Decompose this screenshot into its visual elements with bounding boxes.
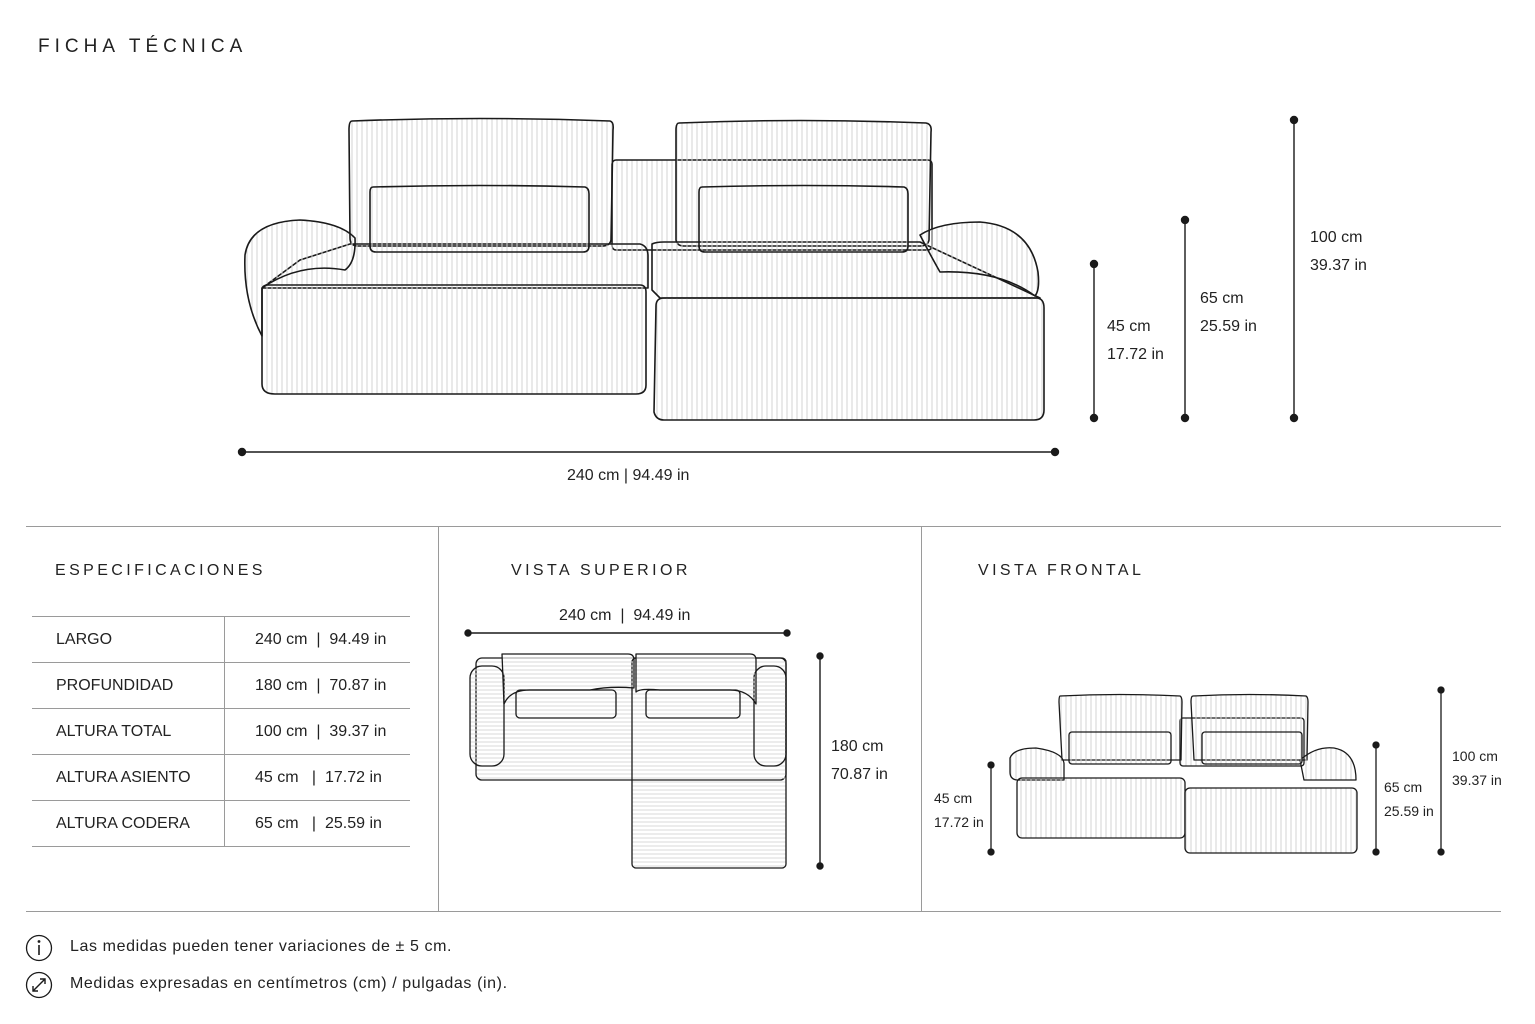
front-view-left-seat bbox=[1016, 777, 1186, 839]
front-view-chaise bbox=[1184, 787, 1358, 854]
info-icon bbox=[25, 934, 53, 962]
specs-table: LARGO 240 cm | 94.49 in PROFUNDIDAD 180 … bbox=[32, 616, 410, 847]
table-row: ALTURA ASIENTO 45 cm | 17.72 in bbox=[32, 754, 410, 801]
note-units: Medidas expresadas en centímetros (cm) /… bbox=[70, 975, 508, 992]
front-view-right-arm bbox=[1299, 747, 1357, 781]
column-divider-1 bbox=[438, 526, 439, 911]
front-view-left-arm bbox=[1009, 747, 1065, 781]
front-view-arm-height: 65 cm 25.59 in bbox=[1384, 775, 1434, 823]
front-view-drawing bbox=[987, 686, 1445, 856]
main-width-label: 240 cm | 94.49 in bbox=[567, 467, 690, 484]
front-view-left-pillow bbox=[1068, 731, 1172, 765]
spec-value: 240 cm | 94.49 in bbox=[224, 616, 410, 663]
note-tolerance: Las medidas pueden tener variaciones de … bbox=[70, 938, 453, 955]
top-view-depth-cm: 180 cm bbox=[831, 738, 884, 755]
spec-value: 45 cm | 17.72 in bbox=[224, 754, 410, 801]
top-view-left-pillow bbox=[515, 689, 617, 719]
section-divider-top bbox=[26, 526, 1501, 527]
chaise-front bbox=[653, 297, 1045, 421]
spec-label: PROFUNDIDAD bbox=[32, 662, 225, 709]
main-arm-height: 65 cm 25.59 in bbox=[1200, 285, 1257, 341]
section-divider-bottom bbox=[26, 911, 1501, 912]
seat-height-in: 17.72 in bbox=[1107, 346, 1164, 363]
front-view-header: VISTA FRONTAL bbox=[978, 562, 1145, 579]
top-view-right-pillow bbox=[645, 689, 741, 719]
total-height-in: 39.37 in bbox=[1310, 257, 1367, 274]
right-armrest bbox=[919, 221, 1040, 297]
column-divider-2 bbox=[921, 526, 922, 911]
front-arm-cm: 65 cm bbox=[1384, 779, 1423, 795]
table-row: ALTURA TOTAL 100 cm | 39.37 in bbox=[32, 708, 410, 755]
spec-label: ALTURA TOTAL bbox=[32, 708, 225, 755]
top-view-right-arm bbox=[753, 665, 787, 767]
total-height-cm: 100 cm bbox=[1310, 229, 1363, 246]
right-lumbar-pillow bbox=[698, 184, 909, 253]
seat-height-cm: 45 cm bbox=[1107, 318, 1151, 335]
front-total-in: 39.37 in bbox=[1452, 772, 1502, 788]
left-seat-front bbox=[261, 284, 647, 395]
spec-value: 100 cm | 39.37 in bbox=[224, 708, 410, 755]
top-view-depth-in: 70.87 in bbox=[831, 766, 888, 783]
spec-value: 180 cm | 70.87 in bbox=[224, 662, 410, 709]
table-row: PROFUNDIDAD 180 cm | 70.87 in bbox=[32, 662, 410, 709]
front-view-total-height: 100 cm 39.37 in bbox=[1452, 744, 1502, 792]
top-view-drawing bbox=[464, 629, 824, 870]
table-row: ALTURA CODERA 65 cm | 25.59 in bbox=[32, 800, 410, 847]
page-title: FICHA TÉCNICA bbox=[38, 36, 248, 57]
front-arm-in: 25.59 in bbox=[1384, 803, 1434, 819]
spec-label: LARGO bbox=[32, 616, 225, 663]
front-seat-cm: 45 cm bbox=[934, 790, 973, 806]
main-seat-height: 45 cm 17.72 in bbox=[1107, 313, 1164, 369]
left-lumbar-pillow bbox=[369, 184, 590, 253]
main-total-height: 100 cm 39.37 in bbox=[1310, 224, 1367, 280]
spec-label: ALTURA ASIENTO bbox=[32, 754, 225, 801]
arm-height-cm: 65 cm bbox=[1200, 290, 1244, 307]
top-view-left-back bbox=[501, 653, 635, 705]
spec-label: ALTURA CODERA bbox=[32, 800, 225, 847]
main-sofa-drawing bbox=[237, 115, 1299, 457]
top-view-depth-label: 180 cm 70.87 in bbox=[831, 733, 888, 789]
front-seat-in: 17.72 in bbox=[934, 814, 984, 830]
measure-icon bbox=[25, 971, 53, 999]
front-view-right-pillow bbox=[1201, 731, 1303, 765]
left-armrest bbox=[244, 219, 356, 337]
spec-value: 65 cm | 25.59 in bbox=[224, 800, 410, 847]
specs-header: ESPECIFICACIONES bbox=[55, 562, 266, 579]
top-view-right-back bbox=[635, 653, 757, 705]
top-view-width-label: 240 cm | 94.49 in bbox=[559, 607, 691, 624]
front-total-cm: 100 cm bbox=[1452, 748, 1498, 764]
front-view-seat-height: 45 cm 17.72 in bbox=[934, 786, 984, 834]
top-view-header: VISTA SUPERIOR bbox=[511, 562, 691, 579]
top-view-left-arm bbox=[469, 665, 505, 767]
table-row: LARGO 240 cm | 94.49 in bbox=[32, 616, 410, 663]
arm-height-in: 25.59 in bbox=[1200, 318, 1257, 335]
